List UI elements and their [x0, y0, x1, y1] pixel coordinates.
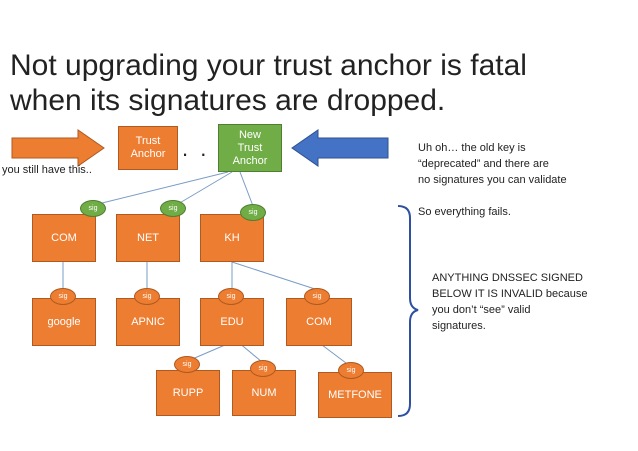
right-note-line-4: So everything fails.: [418, 206, 511, 218]
right-note-line-1: Uh oh… the old key is: [418, 142, 526, 154]
sig-badge-google: sig: [50, 288, 76, 305]
new-trust-anchor-box: New Trust Anchor: [218, 124, 282, 172]
right-note-line-3: no signatures you can validate: [418, 174, 567, 186]
left-note: you still have this..: [2, 164, 92, 176]
sig-badge-metfone: sig: [338, 362, 364, 379]
node-metfone-box: METFONE: [318, 372, 392, 418]
tld-net-box: NET: [116, 214, 180, 262]
ellipsis: . . .: [182, 136, 228, 161]
title-line-2: when its signatures are dropped.: [10, 84, 446, 117]
title-line-1: Not upgrading your trust anchor is fatal: [10, 49, 527, 82]
scope-brace: [397, 205, 419, 417]
sig-badge-edu: sig: [218, 288, 244, 305]
sig-badge-kh: sig: [240, 204, 266, 221]
tld-kh-box: KH: [200, 214, 264, 262]
node-kh-com-box: COM: [286, 298, 352, 346]
node-apnic-box: APNIC: [116, 298, 180, 346]
node-edu-box: EDU: [200, 298, 264, 346]
old-anchor-arrow: [11, 129, 105, 167]
node-rupp-box: RUPP: [156, 370, 220, 416]
anchor-connectors: [97, 171, 254, 207]
new-anchor-arrow: [291, 129, 389, 167]
sig-badge-apnic: sig: [134, 288, 160, 305]
node-num-box: NUM: [232, 370, 296, 416]
invalid-note-line-2: BELOW IT IS INVALID because: [432, 288, 588, 300]
sig-badge-rupp: sig: [174, 356, 200, 373]
invalid-note-line-3: you don’t “see” valid: [432, 304, 531, 316]
invalid-note-line-1: ANYTHING DNSSEC SIGNED: [432, 272, 583, 284]
sig-badge-kh-com: sig: [304, 288, 330, 305]
slide-title: Not upgrading your trust anchor is fatal…: [10, 48, 610, 118]
right-note-line-2: “deprecated” and there are: [418, 158, 549, 170]
sig-badge-num: sig: [250, 360, 276, 377]
invalid-note-line-4: signatures.: [432, 320, 486, 332]
trust-anchor-box: Trust Anchor: [118, 126, 178, 170]
node-google-box: google: [32, 298, 96, 346]
sig-badge-net: sig: [160, 200, 186, 217]
tld-com-box: COM: [32, 214, 96, 262]
sig-badge-com: sig: [80, 200, 106, 217]
